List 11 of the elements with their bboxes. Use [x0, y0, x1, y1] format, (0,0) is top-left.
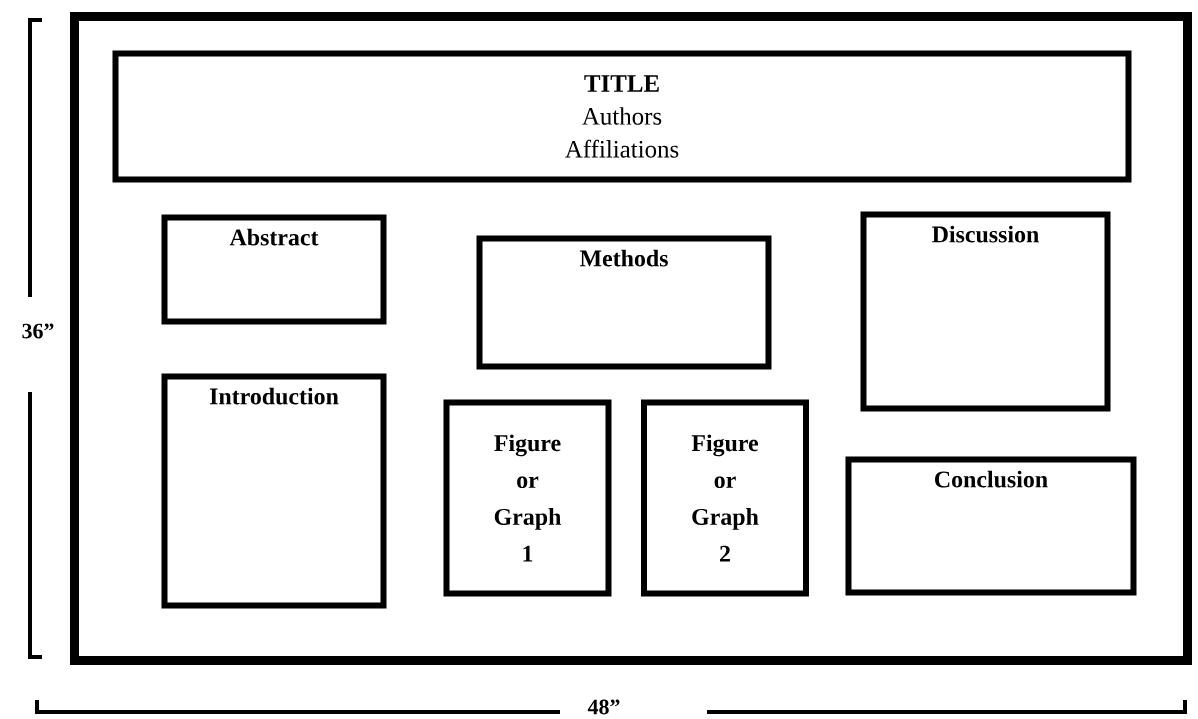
section-box: Abstract [161, 214, 387, 325]
section-box: Discussion [860, 211, 1111, 412]
poster-frame [70, 12, 1192, 665]
section-box: Methods [476, 235, 772, 370]
figure-box: Figure or Graph 2 [641, 399, 809, 597]
title-box: TITLE Authors Affiliations [112, 50, 1132, 183]
figure-box: Figure or Graph 1 [443, 399, 612, 597]
dimension-label: 36” [22, 323, 54, 339]
dimension-label: 48” [587, 699, 620, 715]
section-box: Introduction [161, 373, 387, 609]
section-box: Conclusion [845, 456, 1137, 596]
